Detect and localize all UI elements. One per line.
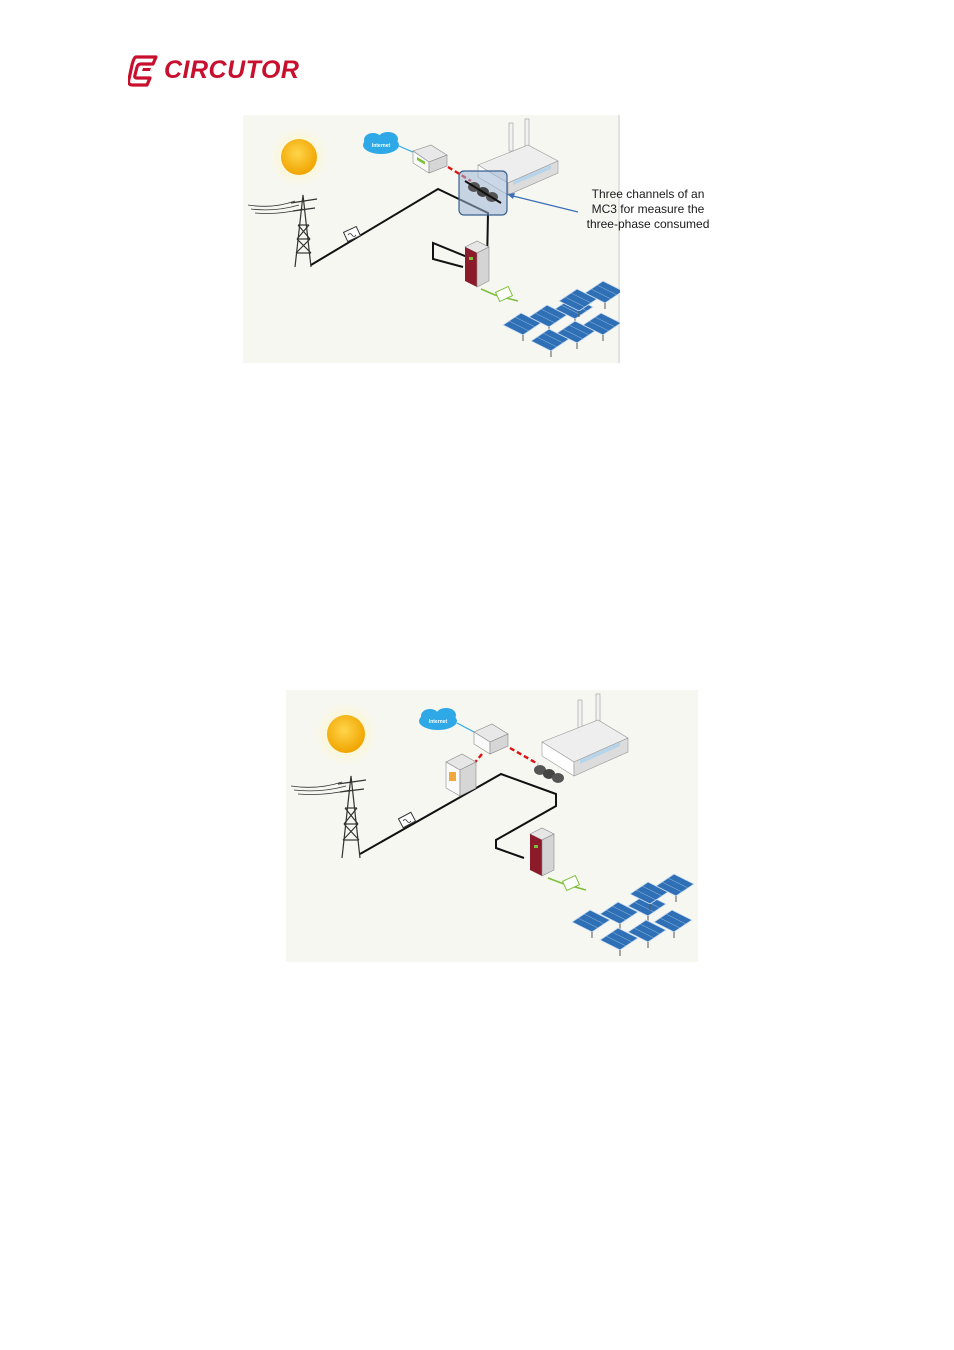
ac-symbol-icon [397,811,417,829]
power-pylon-icon [290,194,318,268]
ac-symbol-icon [342,225,362,243]
factory-icon [541,693,629,777]
internet-label: Internet [429,719,448,725]
mc3-sensor-icon [464,180,502,204]
circutor-logo: CIRCUTOR [128,52,308,90]
dc-cable [480,288,519,302]
sun-icon [269,127,329,187]
inverter-icon [529,827,555,877]
grid-cable [359,772,557,859]
dc-symbol-icon [494,285,514,303]
annotation-line-3: three-phase consumed [586,217,710,231]
solar-panels-icon [571,873,695,956]
annotation-line-2: MC3 for measure the [591,202,705,216]
circutor-logo-mark-icon [128,55,158,87]
sun-icon [314,702,378,766]
energy-manager-device-icon [412,144,448,174]
internet-label: Internet [372,143,391,149]
logo-text: CIRCUTOR [164,56,300,84]
power-analyzer-device-icon [445,753,477,797]
dc-symbol-icon [561,874,581,892]
installation-diagram-1: Internet [243,115,709,363]
installation-diagram-2: Internet [286,690,698,962]
annotation-arrow [508,194,579,213]
internet-cloud-icon: Internet [419,708,457,730]
factory-icon [477,118,559,196]
energy-manager-device-icon [473,723,509,755]
inverter-icon [464,240,490,288]
solar-panels-icon [502,280,624,357]
internet-cloud-icon: Internet [363,132,399,154]
mc3-sensor-icon [534,765,564,783]
annotation-line-1: Three channels of an [591,187,705,201]
mc3-annotation: Three channels of an MC3 for measure the… [578,187,718,232]
power-pylon-icon [337,775,367,859]
